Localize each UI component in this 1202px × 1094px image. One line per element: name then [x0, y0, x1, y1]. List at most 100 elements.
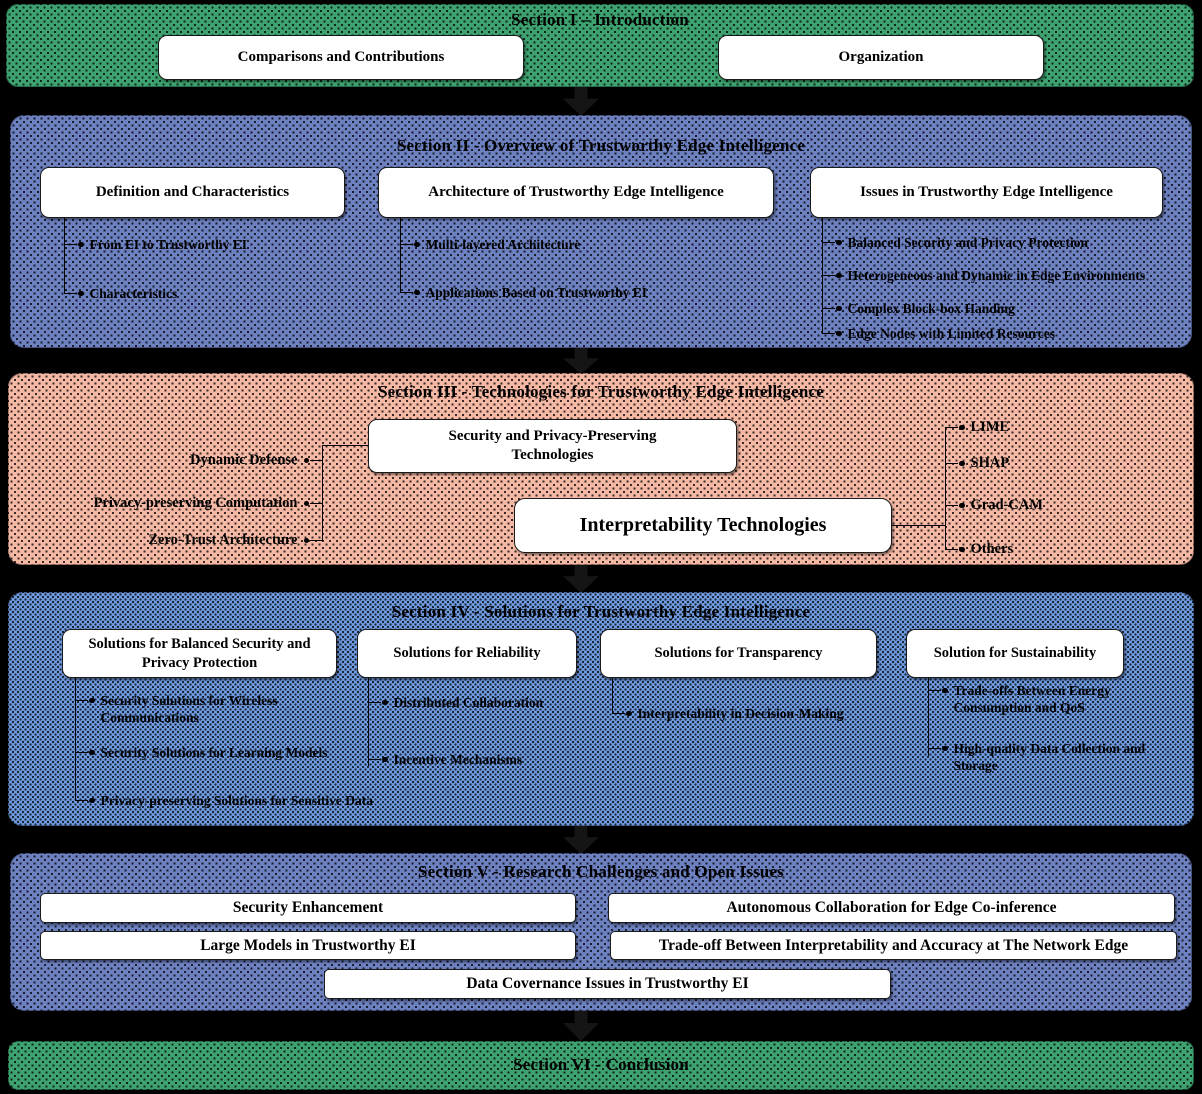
- bullet-item: Edge Nodes with Limited Resources: [822, 325, 1055, 342]
- bullet-item: High-quality Data Collection and Storage: [928, 740, 1154, 774]
- section-iv-title: Section IV - Solutions for Trustworthy E…: [391, 602, 811, 621]
- node-label: Solutions for Reliability: [393, 645, 541, 662]
- section-v-title: Section V - Research Challenges and Open…: [418, 862, 784, 881]
- node-autonomous-collaboration: Autonomous Collaboration for Edge Co-inf…: [608, 893, 1175, 923]
- node-label: Security Enhancement: [232, 899, 384, 917]
- bullet-item: Privacy-preserving Solutions for Sensiti…: [75, 792, 373, 809]
- bullet-dot: [303, 457, 309, 463]
- connector-line: [945, 427, 946, 549]
- connector-line: [945, 549, 958, 550]
- bullet-dot: [836, 272, 842, 278]
- node-label: Definition and Characteristics: [95, 184, 290, 201]
- left-label-item: Privacy-preserving Computation: [42, 495, 323, 512]
- bullet-dot: [959, 546, 965, 552]
- node-solutions-transparency: Solutions for Transparency: [600, 629, 877, 678]
- node-security-privacy-technologies: Security and Privacy-Preserving Technolo…: [368, 419, 737, 473]
- node-label: Solutions for Balanced Security and Priv…: [88, 636, 311, 671]
- connector-line: [368, 759, 381, 760]
- node-security-enhancement: Security Enhancement: [40, 893, 576, 923]
- connector-line: [368, 702, 381, 703]
- connector-line: [945, 505, 958, 506]
- connector-line: [322, 445, 323, 541]
- bullet-dot: [303, 537, 309, 543]
- node-data-governance: Data Covernance Issues in Trustworthy EI: [324, 969, 891, 999]
- section-i-title: Section I – Introduction: [511, 10, 689, 29]
- connector-line: [400, 218, 401, 292]
- bullet-dot: [836, 239, 842, 245]
- bullet-dot: [836, 305, 842, 311]
- bullet-item: Characteristics: [64, 285, 177, 302]
- connector-line: [822, 275, 835, 276]
- connector-line: [400, 244, 413, 245]
- bullet-item: Complex Block-box Handing: [822, 300, 1015, 317]
- connector-line: [310, 540, 323, 541]
- node-label: Organization: [838, 49, 924, 66]
- bullet-item: Security Solutions for Learning Models: [75, 744, 328, 761]
- bullet-dot: [89, 749, 95, 755]
- bullet-dot: [303, 500, 309, 506]
- connector-line: [822, 308, 835, 309]
- bullet-dot: [78, 290, 84, 296]
- bullet-item: Interpretability in Decision-Making: [612, 705, 844, 722]
- flow-arrow: [563, 825, 599, 854]
- node-solutions-reliability: Solutions for Reliability: [357, 629, 577, 678]
- node-solution-sustainability: Solution for Sustainability: [906, 629, 1124, 678]
- flow-arrow: [563, 564, 599, 593]
- section-ii-title: Section II - Overview of Trustworthy Edg…: [396, 136, 806, 155]
- connector-line: [928, 678, 929, 756]
- node-label: Trade-off Between Interpretability and A…: [658, 936, 1129, 954]
- node-label: Issues in Trustworthy Edge Intelligence: [860, 184, 1113, 201]
- connector-line: [310, 460, 323, 461]
- connector-line: [928, 690, 941, 691]
- flow-arrow: [563, 347, 599, 374]
- connector-line: [64, 293, 77, 294]
- connector-line: [322, 445, 368, 446]
- bullet-dot: [942, 745, 948, 751]
- section-i-introduction: Section I – Introduction Comparisons and…: [6, 4, 1194, 87]
- section-ii-overview: Section II - Overview of Trustworthy Edg…: [10, 115, 1192, 348]
- node-label: Security and Privacy-Preserving Technolo…: [448, 428, 657, 463]
- bullet-item: Applications Based on Trustworthy EI: [400, 284, 647, 301]
- bullet-item: From EI to Trustworthy EI: [64, 236, 247, 253]
- bullet-item: Distributed Collaboration: [368, 694, 543, 711]
- connector-line: [612, 678, 613, 713]
- connector-line: [368, 678, 369, 766]
- section-iii-technologies: Section III - Technologies for Trustwort…: [8, 373, 1194, 565]
- bullet-dot: [382, 756, 388, 762]
- flow-arrow: [563, 1010, 599, 1041]
- connector-line: [612, 713, 625, 714]
- connector-line: [400, 292, 413, 293]
- bullet-item: Multi-layered Architecture: [400, 236, 580, 253]
- right-label-item: Others: [945, 541, 1013, 558]
- bullet-dot: [626, 710, 632, 716]
- flow-arrow: [563, 86, 599, 116]
- right-label-item: SHAP: [945, 455, 1009, 472]
- node-label: Solution for Sustainability: [933, 645, 1097, 662]
- bullet-dot: [836, 330, 842, 336]
- node-architecture-of-tei: Architecture of Trustworthy Edge Intelli…: [378, 167, 774, 218]
- right-label-item: Grad-CAM: [945, 497, 1043, 514]
- node-solutions-balanced-security: Solutions for Balanced Security and Priv…: [62, 629, 337, 678]
- section-iv-solutions: Section IV - Solutions for Trustworthy E…: [8, 592, 1194, 826]
- connector-line: [75, 800, 88, 801]
- node-label: Architecture of Trustworthy Edge Intelli…: [428, 184, 724, 201]
- bullet-dot: [959, 424, 965, 430]
- connector-line: [892, 525, 945, 526]
- bullet-dot: [414, 289, 420, 295]
- connector-line: [310, 503, 323, 504]
- node-label: Large Models in Trustworthy EI: [200, 936, 416, 954]
- bullet-dot: [78, 241, 84, 247]
- connector-line: [822, 333, 835, 334]
- connector-line: [928, 748, 941, 749]
- node-large-models: Large Models in Trustworthy EI: [40, 931, 576, 960]
- connector-line: [945, 427, 958, 428]
- node-interpretability-technologies: Interpretability Technologies: [514, 498, 892, 553]
- section-vi-title: Section VI - Conclusion: [513, 1055, 689, 1074]
- connector-line: [75, 752, 88, 753]
- bullet-item: Heterogeneous and Dynamic in Edge Enviro…: [822, 267, 1145, 284]
- section-v-challenges: Section V - Research Challenges and Open…: [10, 853, 1192, 1011]
- section-iii-title: Section III - Technologies for Trustwort…: [378, 382, 824, 401]
- bullet-item: Incentive Mechanisms: [368, 751, 522, 768]
- connector-line: [64, 218, 65, 293]
- right-label-item: LIME: [945, 419, 1009, 436]
